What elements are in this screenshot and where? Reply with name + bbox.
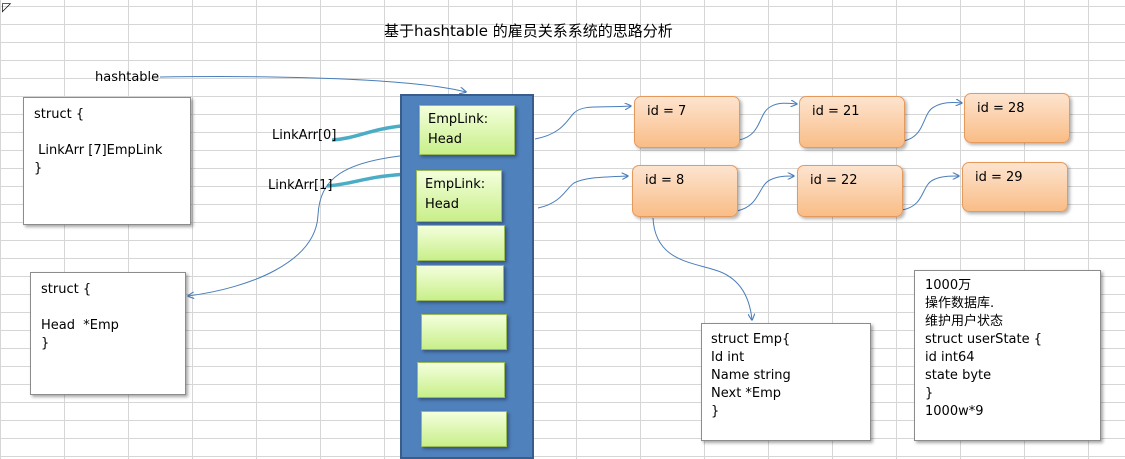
node-id-8: id = 8: [632, 165, 738, 217]
cell-text: EmpLink:: [428, 112, 489, 127]
id7-to-id21: [738, 103, 797, 141]
struct-head-box: struct { Head *Emp }: [30, 272, 186, 395]
cell1-to-id8: [537, 176, 628, 209]
notes-box: 1000万 操作数据库. 维护用户状态 struct userState { i…: [914, 270, 1101, 441]
id8-to-emp-struct: [652, 217, 752, 320]
struct-emp-line: }: [711, 404, 720, 419]
struct-head-line: }: [41, 336, 50, 351]
struct-emp-box: struct Emp{ Id int Name string Next *Emp…: [701, 323, 871, 441]
id8-to-id22: [736, 176, 794, 212]
struct-linkarr-line: [34, 124, 180, 142]
struct-linkarr-line: }: [34, 161, 43, 176]
array-cell-1: EmpLink: Head: [416, 170, 502, 222]
notes-line: }: [925, 386, 934, 401]
notes-line: struct userState {: [925, 332, 1042, 347]
node-id-28: id = 28: [964, 93, 1070, 143]
struct-emp-line: Next *Emp: [711, 386, 782, 401]
cell0-to-id7: [534, 106, 631, 140]
node-id-7: id = 7: [634, 96, 740, 148]
head-to-struct-arrow: [188, 153, 421, 296]
array-cell-4: [421, 314, 507, 350]
array-cell-3: [416, 265, 504, 301]
notes-line: state byte: [925, 368, 992, 383]
node-id-29: id = 29: [962, 162, 1068, 212]
id22-to-id29: [901, 176, 959, 211]
array-cell-2: [417, 225, 505, 261]
notes-line: 1000w*9: [925, 404, 984, 419]
struct-emp-line: Name string: [711, 368, 791, 383]
struct-emp-line: Id int: [711, 350, 745, 365]
hash-array: EmpLink: Head EmpLink: Head: [400, 94, 534, 459]
struct-linkarr-box: struct { LinkArr [7]EmpLink }: [23, 97, 191, 225]
array-cell-0: EmpLink: Head: [419, 105, 515, 155]
struct-head-line: [41, 299, 175, 317]
array-cell-6: [421, 411, 507, 447]
node-id-21: id = 21: [799, 96, 905, 148]
notes-line: id int64: [925, 350, 975, 365]
notes-line: 维护用户状态: [925, 314, 1004, 329]
cell-text: EmpLink:: [425, 177, 486, 192]
struct-linkarr-line: LinkArr [7]EmpLink: [34, 143, 163, 158]
notes-line: 1000万: [925, 278, 972, 293]
array-cell-5: [417, 362, 505, 398]
struct-head-line: Head *Emp: [41, 318, 119, 333]
cell-text: Head: [425, 197, 459, 212]
linkarr0-label: LinkArr[0]: [272, 128, 337, 143]
cell-text: Head: [428, 132, 462, 147]
struct-head-line: struct {: [41, 282, 92, 297]
id21-to-id28: [903, 102, 962, 142]
hashtable-arrow: [159, 76, 466, 92]
hashtable-label: hashtable: [95, 70, 160, 85]
corner-mark: ◸: [2, 0, 12, 14]
linkarr1-arrow: [326, 167, 416, 188]
page-title: 基于hashtable 的雇员关系系统的思路分析: [384, 22, 673, 40]
notes-line: 操作数据库.: [925, 296, 995, 311]
struct-emp-line: struct Emp{: [711, 332, 791, 347]
linkarr1-label: LinkArr[1]: [268, 178, 333, 193]
struct-linkarr-line: struct {: [34, 107, 85, 122]
node-id-22: id = 22: [797, 165, 903, 217]
